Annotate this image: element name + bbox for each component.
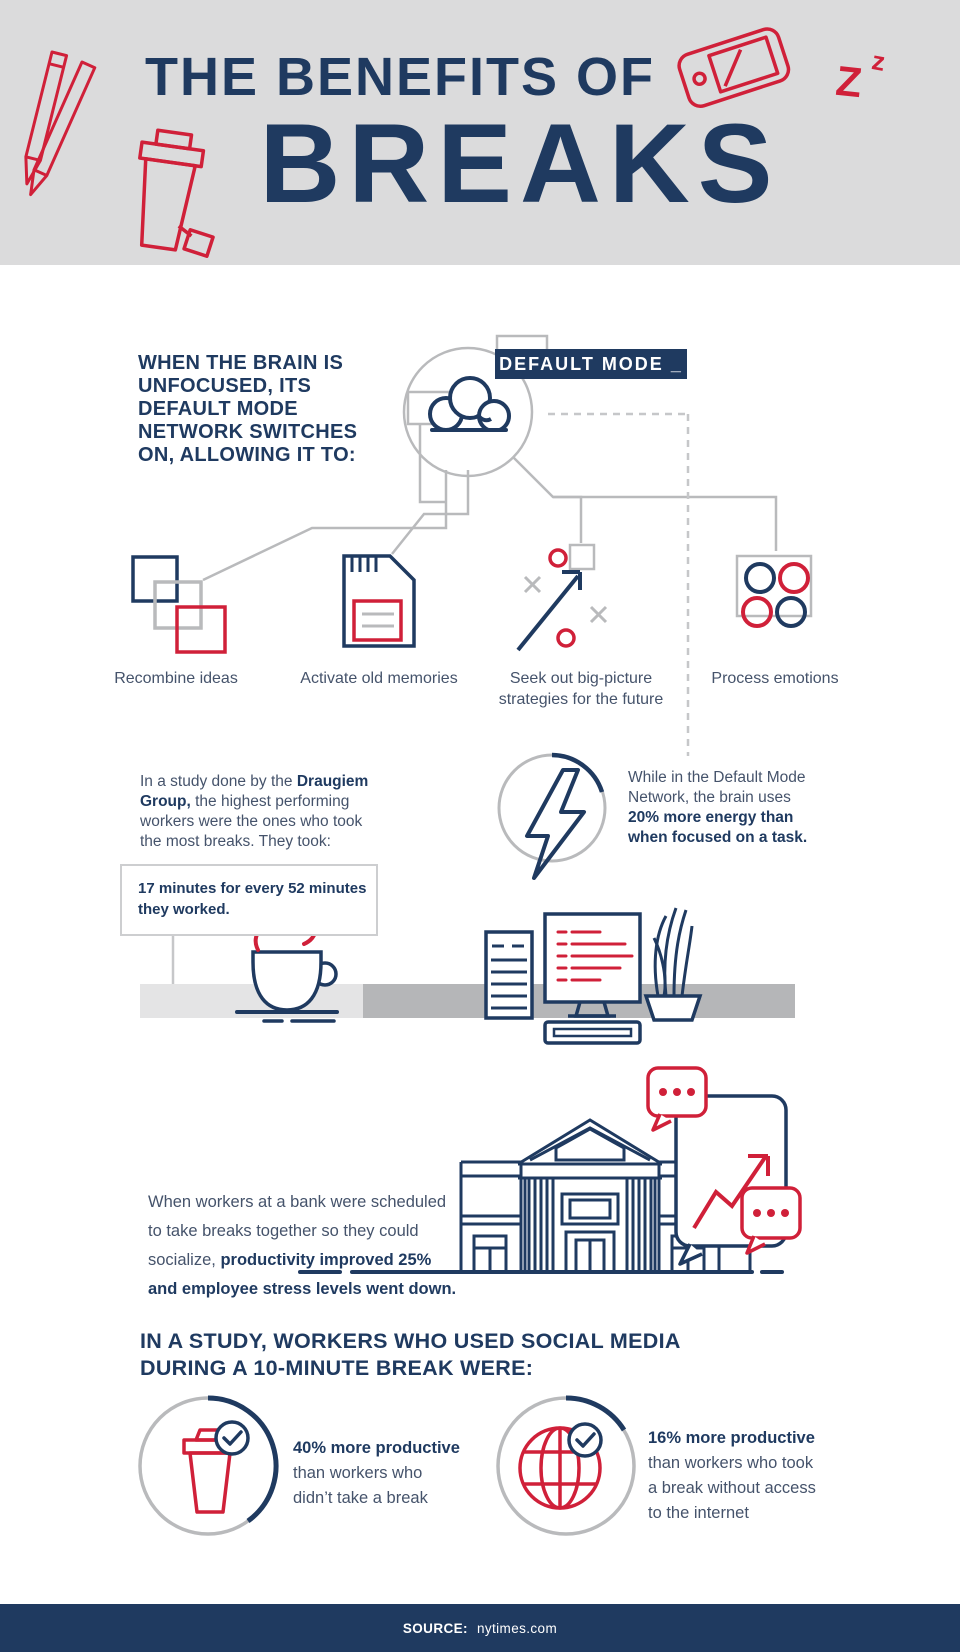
- coffee-cup-icon: [235, 950, 339, 1023]
- memory-card-icon: [342, 554, 416, 648]
- default-mode-label: DEFAULT MODE _: [495, 349, 687, 379]
- globe-icon: [518, 1426, 602, 1510]
- brain-section-heading: WHEN THE BRAIN IS UNFOCUSED, ITS DEFAULT…: [138, 352, 358, 466]
- draugiem-study-paragraph: In a study done by the Draugiem Group, t…: [140, 773, 369, 850]
- chat-bubble-icon: [740, 1186, 802, 1255]
- source-label: SOURCE:: [402, 1620, 468, 1636]
- energy-bolt-icon: [497, 752, 607, 880]
- emotion-circles-icon: [735, 554, 813, 628]
- page-title-line1: THE BENEFITS OF: [144, 47, 655, 107]
- keyboard-icon: [543, 1020, 642, 1045]
- bank-paragraph: When workers at a bank were scheduled to…: [148, 1193, 457, 1298]
- stat-40-icon: [138, 1395, 279, 1536]
- break-ratio-callout: 17 minutes for every 52 minutes they wor…: [120, 864, 378, 936]
- benefit-label-recombine: Recombine ideas: [114, 670, 238, 687]
- stat-16-text: 16% more productive than workers who too…: [648, 1429, 816, 1522]
- server-tower-icon: [484, 930, 534, 1020]
- source-footer: SOURCE: nytimes.com: [0, 1604, 960, 1652]
- sleep-z-icon: Z: [833, 56, 865, 107]
- energy-paragraph: While in the Default Mode Network, the b…: [628, 769, 808, 846]
- stat-40-text: 40% more productive than workers who did…: [293, 1439, 460, 1507]
- stat-16-icon: [496, 1395, 636, 1536]
- chat-bubble-icon: [646, 1066, 708, 1132]
- benefit-label-emotions: Process emotions: [711, 670, 839, 687]
- overlapping-squares-icon: [131, 555, 227, 654]
- benefit-label-memories: Activate old memories: [300, 670, 458, 687]
- plant-icon: [643, 907, 703, 1022]
- check-badge-icon: [567, 1422, 603, 1458]
- takeaway-cup-icon: [182, 1428, 238, 1514]
- page-title-line2: BREAKS: [259, 101, 781, 226]
- strategy-play-icon: [516, 543, 608, 652]
- monitor-icon: [543, 912, 642, 1045]
- check-badge-icon: [214, 1420, 250, 1456]
- source-value: nytimes.com: [476, 1620, 558, 1636]
- social-media-heading: IN A STUDY, WORKERS WHO USED SOCIAL MEDI…: [140, 1329, 681, 1380]
- brain-icon: [428, 376, 512, 443]
- growth-chat-icon: [674, 1094, 788, 1266]
- benefit-label-strategies: Seek out big-picture strategies for the …: [498, 670, 664, 708]
